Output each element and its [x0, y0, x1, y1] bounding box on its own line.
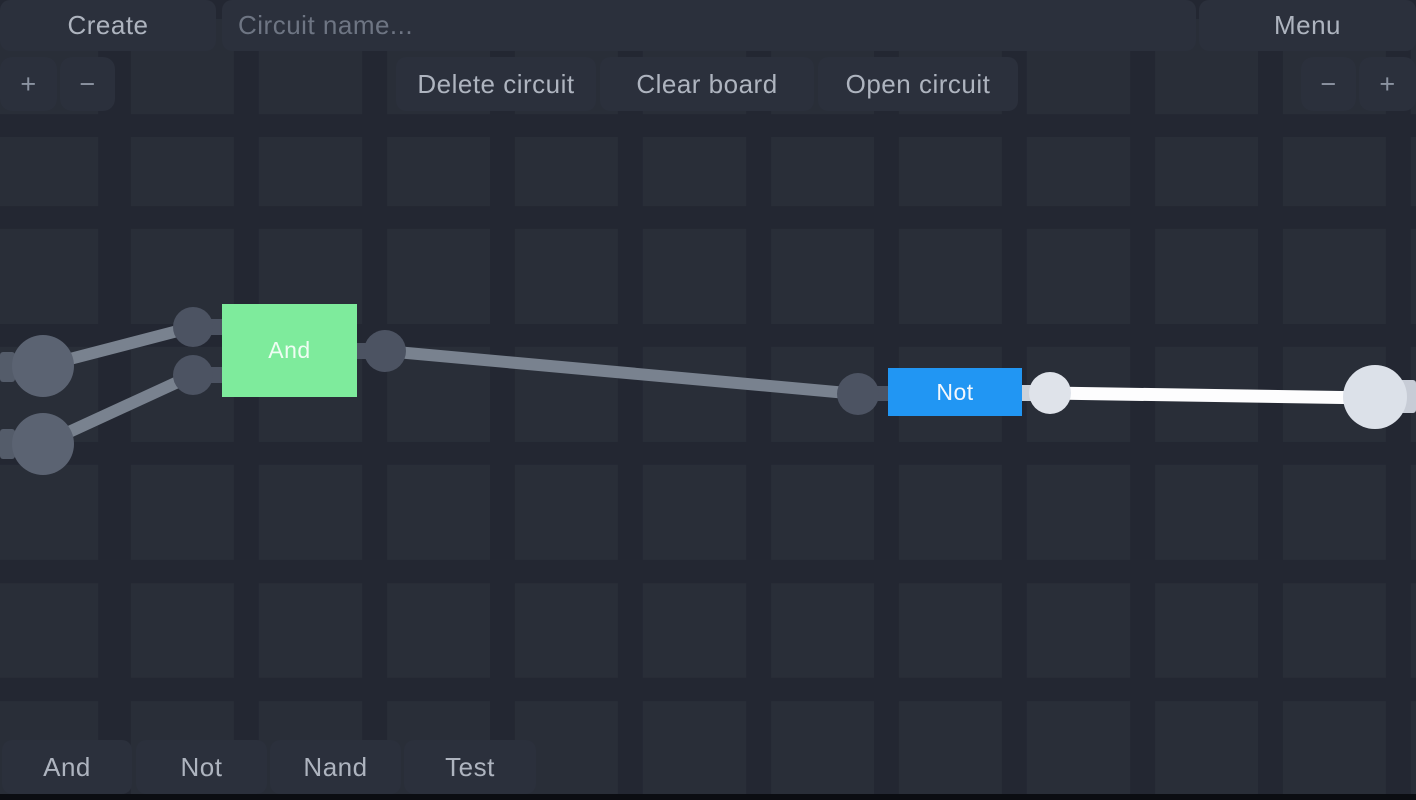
and-gate[interactable]: And [222, 304, 357, 397]
input-node-2[interactable] [12, 413, 74, 475]
create-button[interactable]: Create [0, 0, 216, 51]
input-node-1-stub [0, 352, 15, 382]
not-gate-label: Not [936, 378, 974, 405]
not-input-pin[interactable] [837, 373, 879, 415]
wire-and-to-not[interactable] [384, 345, 859, 400]
menu-button[interactable]: Menu [1199, 0, 1416, 51]
zoom-in-button-right[interactable]: + [1359, 57, 1416, 111]
and-output-pin[interactable] [364, 330, 406, 372]
palette-item-not[interactable]: Not [136, 740, 267, 794]
and-gate-label: And [268, 337, 311, 363]
zoom-in-button-left[interactable]: + [0, 57, 57, 111]
and-input-pin-1[interactable] [173, 307, 213, 347]
output-node-active[interactable] [1343, 365, 1407, 429]
palette-item-nand[interactable]: Nand [270, 740, 401, 794]
open-circuit-button[interactable]: Open circuit [818, 57, 1018, 111]
palette-item-and[interactable]: And [2, 740, 132, 794]
zoom-out-button-right[interactable]: − [1301, 57, 1356, 111]
not-gate[interactable]: Not [888, 368, 1022, 416]
not-output-pin-active[interactable] [1029, 372, 1071, 414]
palette-item-test[interactable]: Test [404, 740, 536, 794]
and-input-pin-2[interactable] [173, 355, 213, 395]
circuit-name-input[interactable] [222, 0, 1196, 51]
zoom-out-button-left[interactable]: − [60, 57, 115, 111]
bottom-edge-strip [0, 794, 1416, 800]
input-node-1[interactable] [12, 335, 74, 397]
input-node-2-stub [0, 429, 15, 459]
wire-not-to-output-active[interactable] [1049, 386, 1375, 405]
clear-board-button[interactable]: Clear board [600, 57, 814, 111]
delete-circuit-button[interactable]: Delete circuit [396, 57, 596, 111]
